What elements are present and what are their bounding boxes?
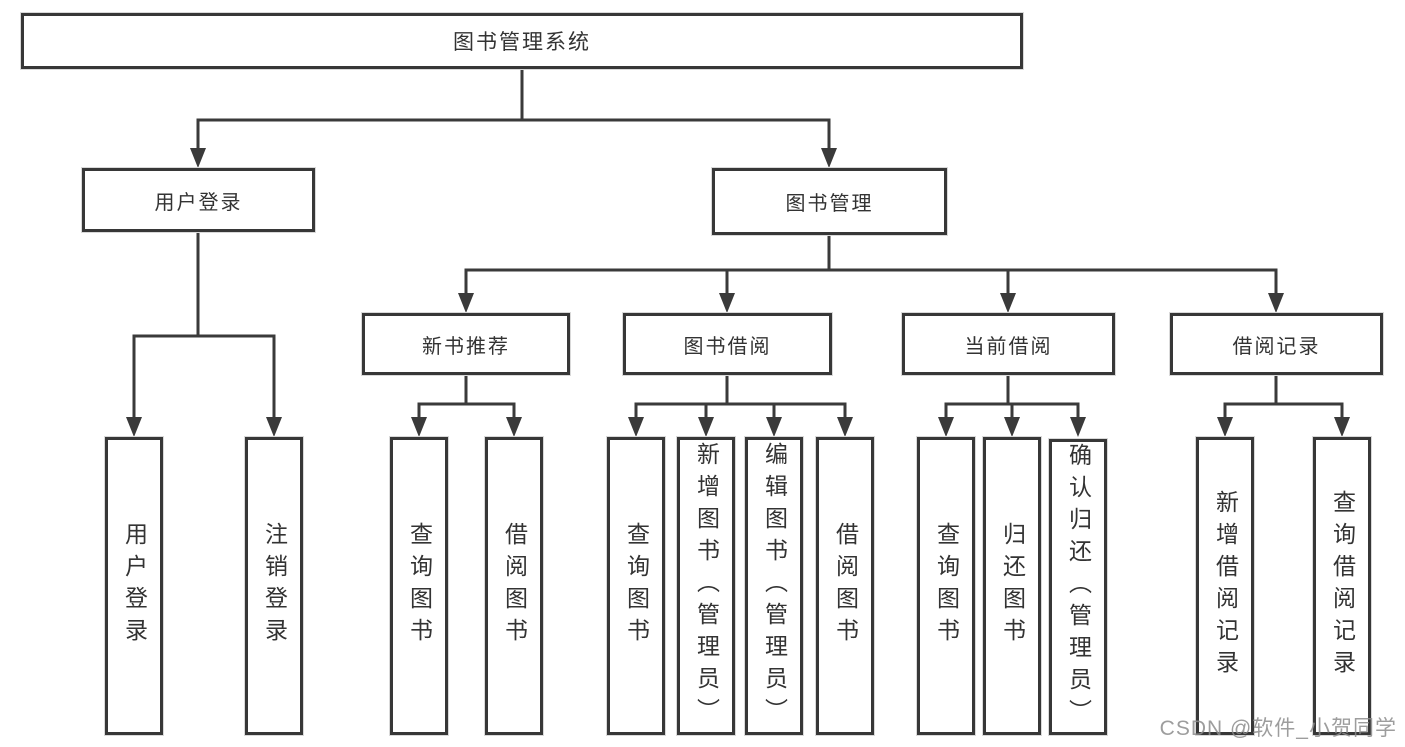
connector-user-login-branch (132, 230, 276, 421)
node-label: 图书管理系统 (453, 31, 591, 54)
node-label: 借阅图书 (832, 522, 859, 650)
leaf-records-query-record: 查询借阅记录 (1313, 437, 1371, 735)
node-label: 归还图书 (999, 522, 1026, 650)
watermark: CSDN @软件_小贺同学 (1159, 717, 1397, 740)
node-label: 编辑图书（管理员） (761, 442, 788, 730)
leaf-user-login: 用户登录 (105, 437, 163, 735)
leaf-newrec-query-book: 查询图书 (390, 437, 448, 735)
node-label: 确认归还（管理员） (1065, 443, 1092, 731)
node-label: 查询借阅记录 (1329, 490, 1356, 682)
node-label: 图书借阅 (683, 335, 772, 358)
node-borrow-records: 借阅记录 (1170, 313, 1383, 375)
leaf-current-confirm-return-admin: 确认归还（管理员） (1049, 439, 1107, 735)
node-label: 查询图书 (933, 522, 960, 650)
connector-borrow-record-branch (1223, 373, 1344, 423)
node-label: 用户登录 (121, 522, 148, 650)
connector-root-to-level2 (196, 67, 831, 152)
node-book-management: 图书管理 (712, 168, 947, 235)
node-book-borrow: 图书借阅 (623, 313, 832, 375)
node-label: 当前借阅 (964, 335, 1053, 358)
node-label: 用户登录 (154, 191, 243, 214)
connector-current-borrow-branch (944, 373, 1080, 423)
leaf-newrec-borrow-book: 借阅图书 (485, 437, 543, 735)
node-label: 查询图书 (623, 522, 650, 650)
leaf-records-add-record: 新增借阅记录 (1196, 437, 1254, 735)
node-new-book-recommend: 新书推荐 (362, 313, 570, 375)
node-label: 图书管理 (785, 193, 874, 215)
node-label: 新书推荐 (422, 335, 510, 358)
node-label: 新增借阅记录 (1212, 490, 1239, 682)
node-label: 注销登录 (261, 522, 288, 650)
node-label: 借阅图书 (501, 522, 528, 650)
node-user-login: 用户登录 (82, 168, 315, 232)
leaf-current-return-book: 归还图书 (983, 437, 1041, 735)
leaf-borrow-borrow-book: 借阅图书 (816, 437, 874, 735)
arrowheads (126, 148, 1350, 437)
leaf-current-query-book: 查询图书 (917, 437, 975, 735)
leaf-borrow-add-book-admin: 新增图书（管理员） (677, 437, 735, 735)
leaf-borrow-edit-book-admin: 编辑图书（管理员） (745, 437, 803, 735)
node-current-borrow: 当前借阅 (902, 313, 1115, 375)
connector-book-mgmt-branch (464, 233, 1278, 297)
node-label: 借阅记录 (1232, 335, 1321, 358)
connector-book-borrow-branch (634, 373, 847, 423)
leaf-logout: 注销登录 (245, 437, 303, 735)
node-label: 新增图书（管理员） (693, 442, 720, 730)
connector-new-book-branch (417, 373, 516, 423)
node-label: 查询图书 (406, 522, 433, 650)
leaf-borrow-query-book: 查询图书 (607, 437, 665, 735)
node-root: 图书管理系统 (21, 13, 1023, 69)
